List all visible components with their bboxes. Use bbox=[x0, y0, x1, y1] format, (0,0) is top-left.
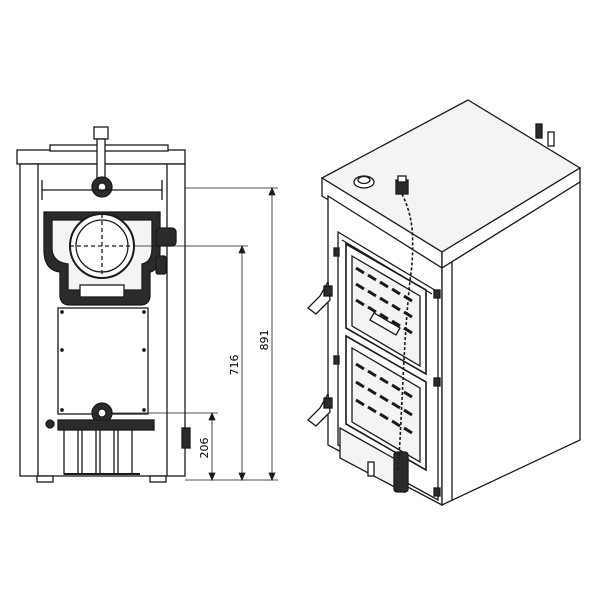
door-handle-icon bbox=[307, 279, 333, 315]
front-foot-right bbox=[149, 475, 167, 483]
back-panel bbox=[57, 307, 149, 415]
lower-door bbox=[345, 334, 427, 472]
dimension-206-label: 206 bbox=[198, 438, 211, 459]
front-view bbox=[16, 126, 191, 483]
iso-side-face bbox=[441, 180, 581, 507]
front-foot-left bbox=[36, 475, 54, 483]
door-handle-lower-icon bbox=[307, 391, 333, 427]
dimension-716-label: 716 bbox=[228, 355, 241, 376]
iso-thermometer-icon bbox=[395, 175, 409, 195]
isometric-view bbox=[307, 99, 582, 507]
dimension-891-label: 891 bbox=[258, 330, 271, 351]
thermometer-icon bbox=[91, 126, 113, 198]
upper-door bbox=[345, 242, 427, 376]
dimension-lines bbox=[112, 186, 278, 482]
capillary-line bbox=[397, 193, 414, 471]
